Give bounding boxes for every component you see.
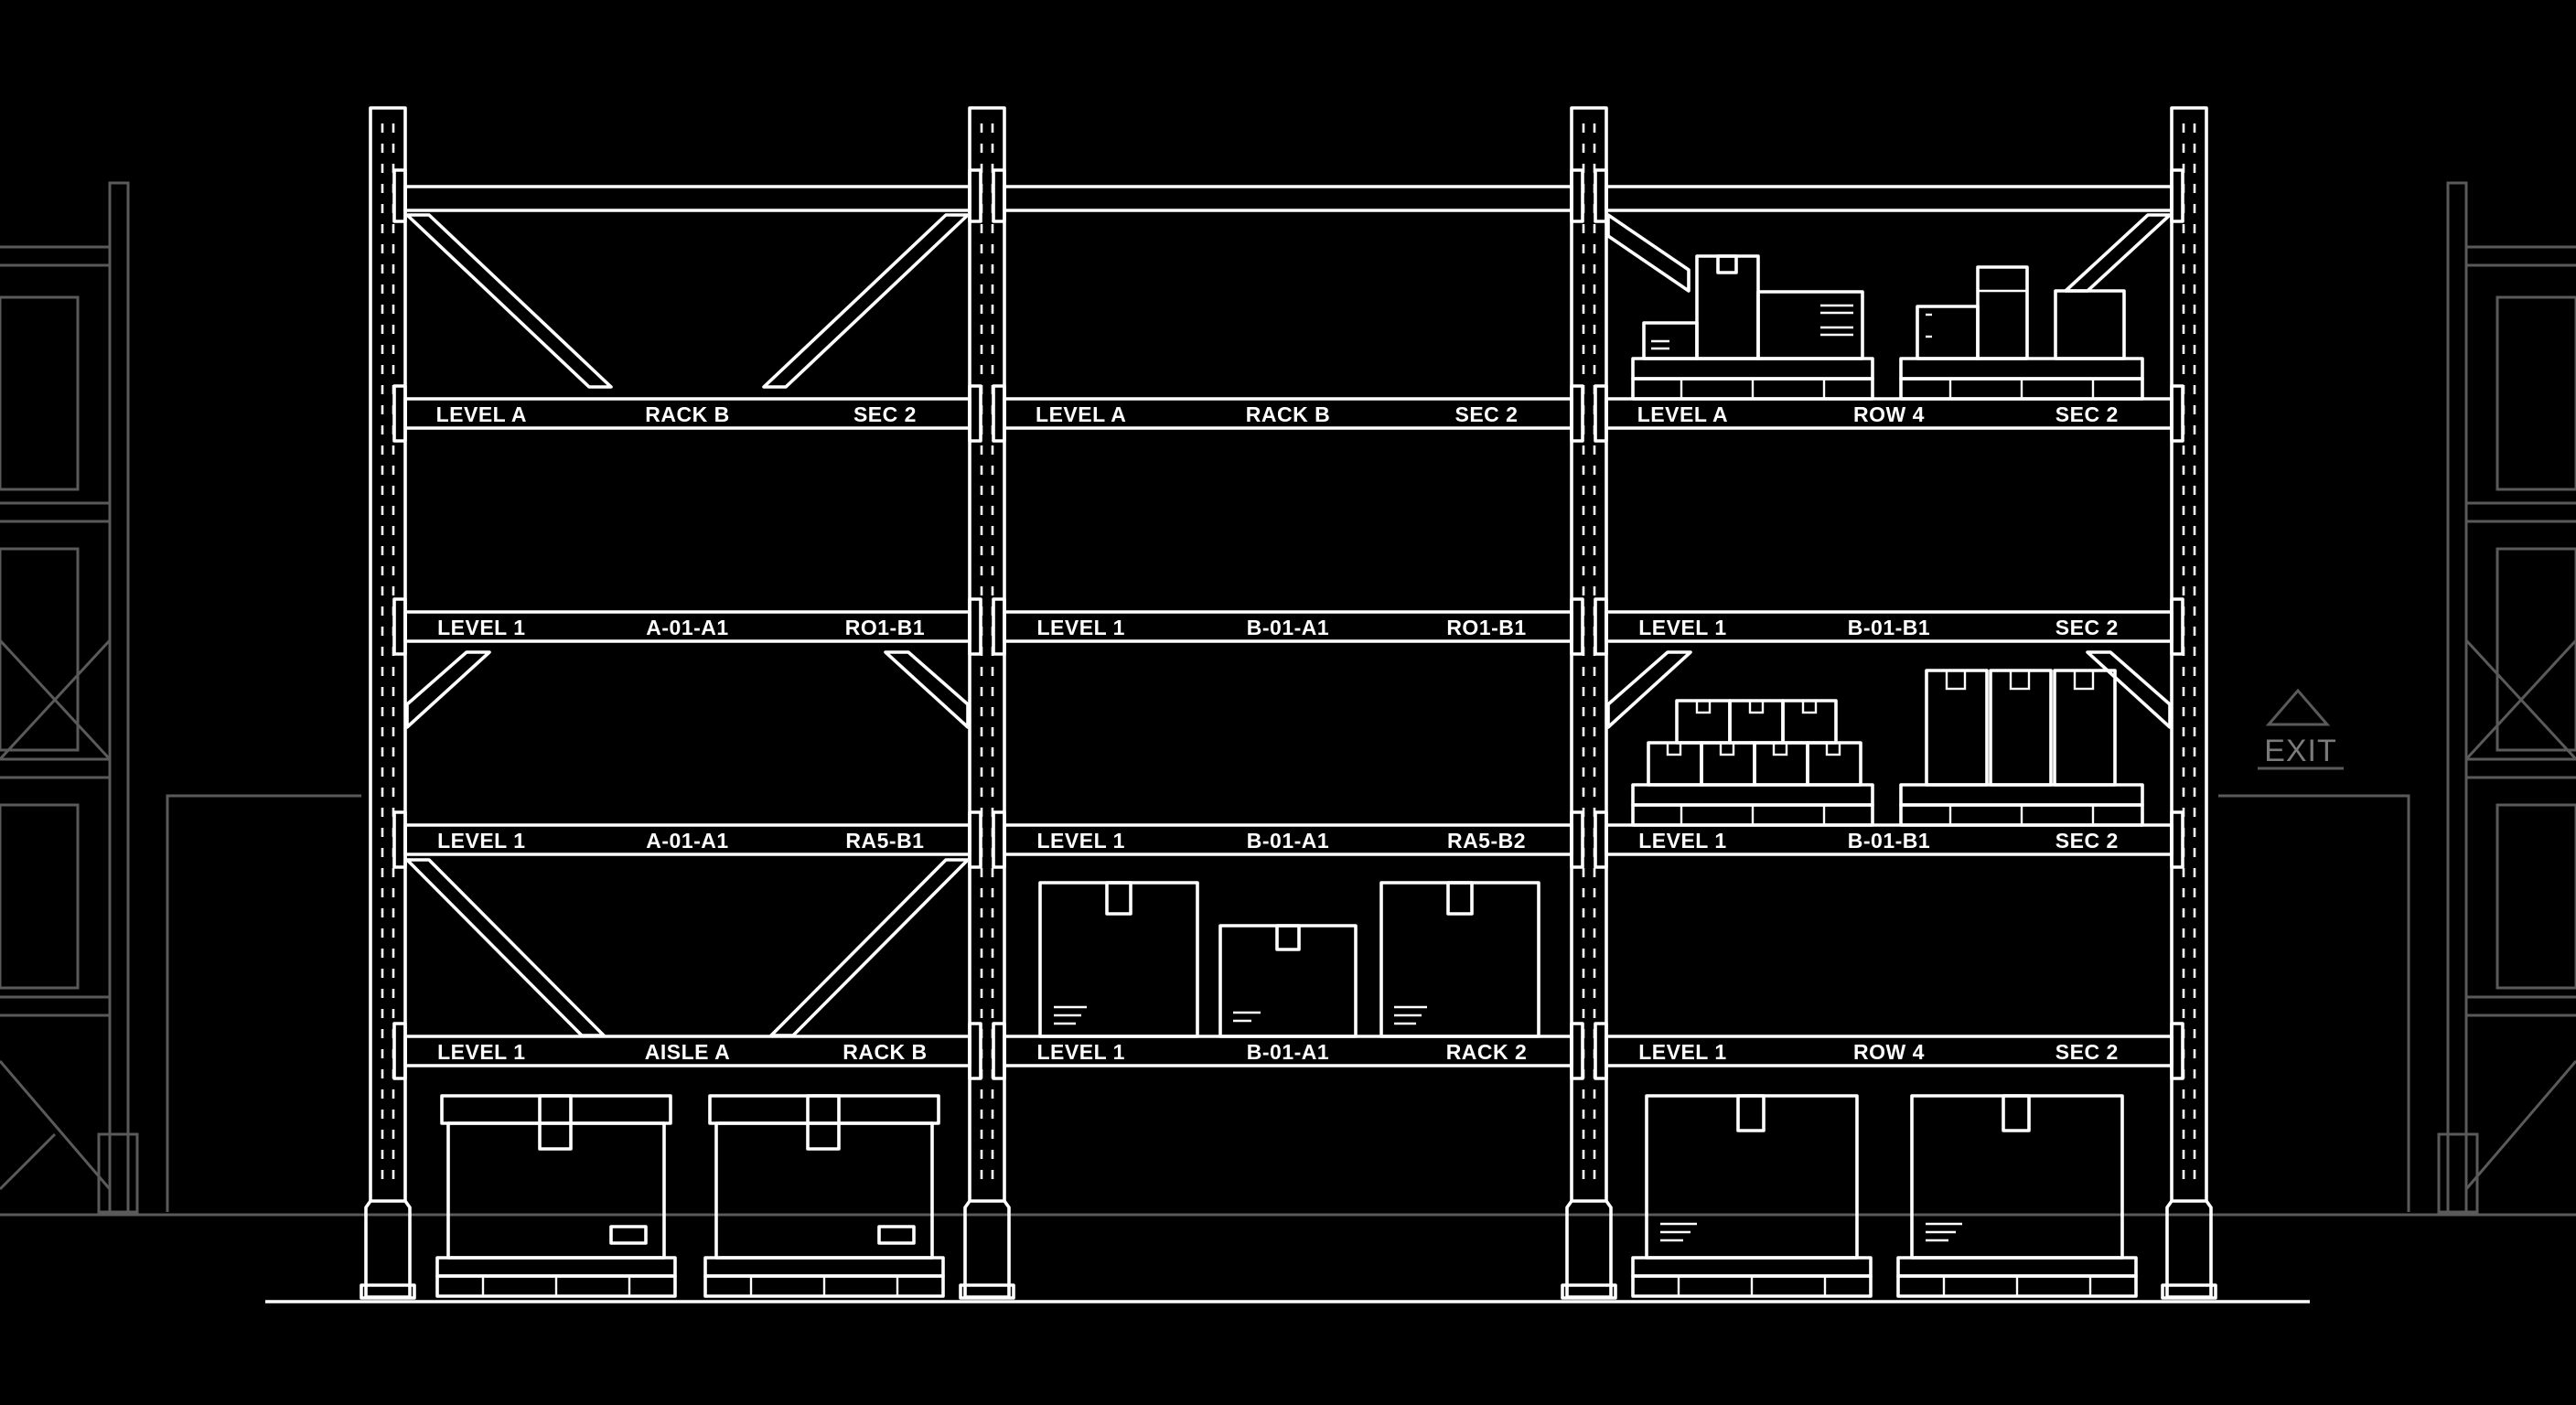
beam-label: B-01-A1	[1247, 616, 1329, 639]
beam-bay-3-level-2: LEVEL 1 B-01-B1 SEC 2	[1594, 597, 2184, 656]
beam-label: AISLE A	[645, 1040, 730, 1064]
goods-bay-3-level-3	[1631, 669, 2144, 827]
beam-bay-3-level-4: LEVEL 1 ROW 4 SEC 2	[1594, 1022, 2184, 1080]
beam-bay-1-level-3: LEVEL 1 A-01-A1 RA5-B1	[392, 810, 982, 869]
beam-bay-2-level-3: LEVEL 1 B-01-A1 RA5-B2	[992, 810, 1584, 869]
beam-bay-1-level-1: LEVEL A RACK B SEC 2	[392, 384, 982, 443]
beam-label: RO1-B1	[845, 616, 925, 639]
beam-label: SEC 2	[2055, 616, 2119, 639]
beam-label: ROW 4	[1853, 402, 1925, 426]
box	[2054, 289, 2126, 360]
beam-label: LEVEL 1	[1638, 1040, 1726, 1064]
beam-label: SEC 2	[853, 402, 917, 426]
beam-bay-2-level-4: LEVEL 1 B-01-A1 RACK 2	[992, 1022, 1584, 1080]
beam-bay-1-level-2: LEVEL 1 A-01-A1 RO1-B1	[392, 597, 982, 656]
beam-label: RO1-B1	[1446, 616, 1526, 639]
beam-label: LEVEL 1	[1037, 1040, 1125, 1064]
beam-label: RACK B	[1246, 402, 1330, 426]
beam-label: B-01-B1	[1848, 829, 1930, 853]
beam-label: A-01-A1	[646, 829, 728, 853]
goods-bay-3-floor	[1631, 1094, 2138, 1298]
beam-bay-3-level-3: LEVEL 1 B-01-B1 SEC 2	[1594, 810, 2184, 869]
beam-label: LEVEL 1	[437, 616, 525, 639]
beam-bay-1-level-4: LEVEL 1 AISLE A RACK B	[392, 1022, 982, 1080]
beam-label: RA5-B2	[1447, 829, 1526, 853]
beam-label: RA5-B1	[845, 829, 924, 853]
beam-label: B-01-A1	[1247, 1040, 1329, 1064]
beam-label: B-01-A1	[1247, 829, 1329, 853]
beam-label: LEVEL 1	[437, 829, 525, 853]
top-beam-bay-2	[992, 168, 1584, 223]
beam-label: SEC 2	[2055, 1040, 2119, 1064]
beam-label: LEVEL 1	[1037, 616, 1125, 639]
top-beam-bay-1	[392, 168, 982, 223]
goods-bay-2-level-4	[1038, 881, 1540, 1038]
exit-sign: EXIT	[2258, 688, 2344, 770]
beam-bay-2-level-2: LEVEL 1 B-01-A1 RO1-B1	[992, 597, 1584, 656]
beam-bay-3-level-1: LEVEL A ROW 4 SEC 2	[1594, 384, 2184, 443]
box	[1976, 265, 2029, 360]
beam-label: LEVEL 1	[437, 1040, 525, 1064]
beam-label: LEVEL A	[1036, 402, 1126, 426]
goods-bay-3-top	[1631, 254, 2144, 401]
beam-label: B-01-B1	[1848, 616, 1930, 639]
beam-label: LEVEL 1	[1037, 829, 1125, 853]
beam-label: LEVEL A	[1637, 402, 1728, 426]
background-rack-left	[0, 181, 139, 1214]
beam-label: LEVEL 1	[1638, 829, 1726, 853]
exit-sign-text: EXIT	[2264, 734, 2337, 768]
beam-label: RACK 2	[1446, 1040, 1528, 1064]
background-wall	[0, 794, 2576, 1217]
beam-label: SEC 2	[2055, 402, 2119, 426]
beam-label: SEC 2	[2055, 829, 2119, 853]
beam-label: LEVEL 1	[1638, 616, 1726, 639]
beam-label: RACK B	[843, 1040, 927, 1064]
beam-label: LEVEL A	[436, 402, 527, 426]
beam-bay-2-level-1: LEVEL A RACK B SEC 2	[992, 384, 1584, 443]
beam-label: RACK B	[645, 402, 729, 426]
box	[1756, 290, 1864, 360]
beam-label: A-01-A1	[646, 616, 728, 639]
background-rack-right	[2437, 181, 2576, 1214]
beam-label: SEC 2	[1455, 402, 1519, 426]
beam-label: ROW 4	[1853, 1040, 1925, 1064]
goods-bay-1-floor	[435, 1094, 945, 1298]
top-beam-bay-3	[1594, 168, 2184, 223]
